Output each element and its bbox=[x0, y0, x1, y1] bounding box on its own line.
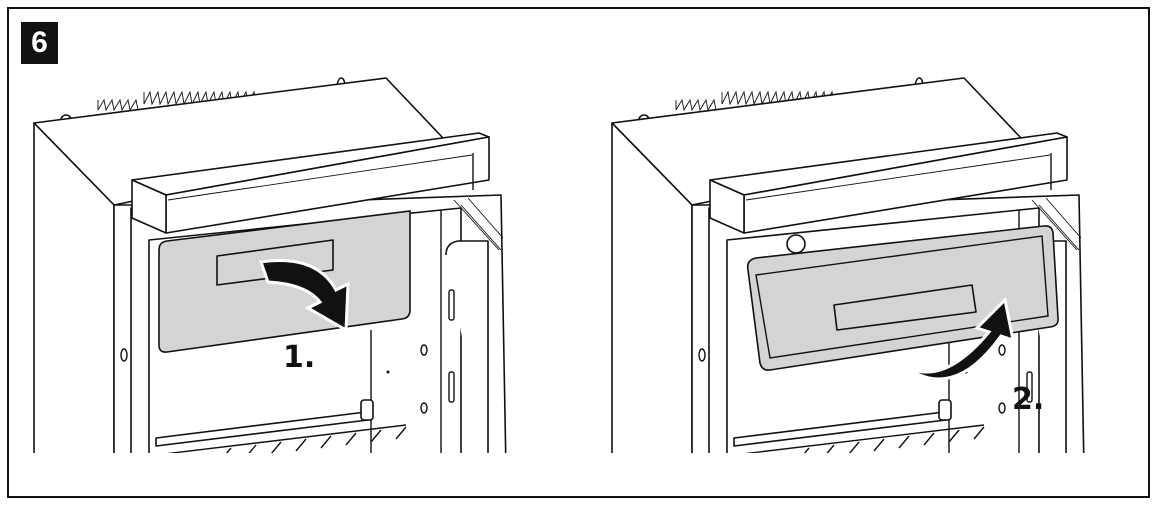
step-label-1: 1. bbox=[283, 340, 316, 375]
figure-number-badge: 6 bbox=[21, 22, 58, 64]
arrow-down-icon bbox=[258, 259, 350, 333]
panel-step-1 bbox=[33, 77, 507, 453]
step-label-2: 2. bbox=[1012, 382, 1045, 417]
figure-frame bbox=[7, 7, 1150, 498]
drawer-handle bbox=[833, 284, 977, 331]
arrow-up-icon bbox=[898, 296, 1015, 381]
panel-step-2 bbox=[611, 77, 1085, 453]
